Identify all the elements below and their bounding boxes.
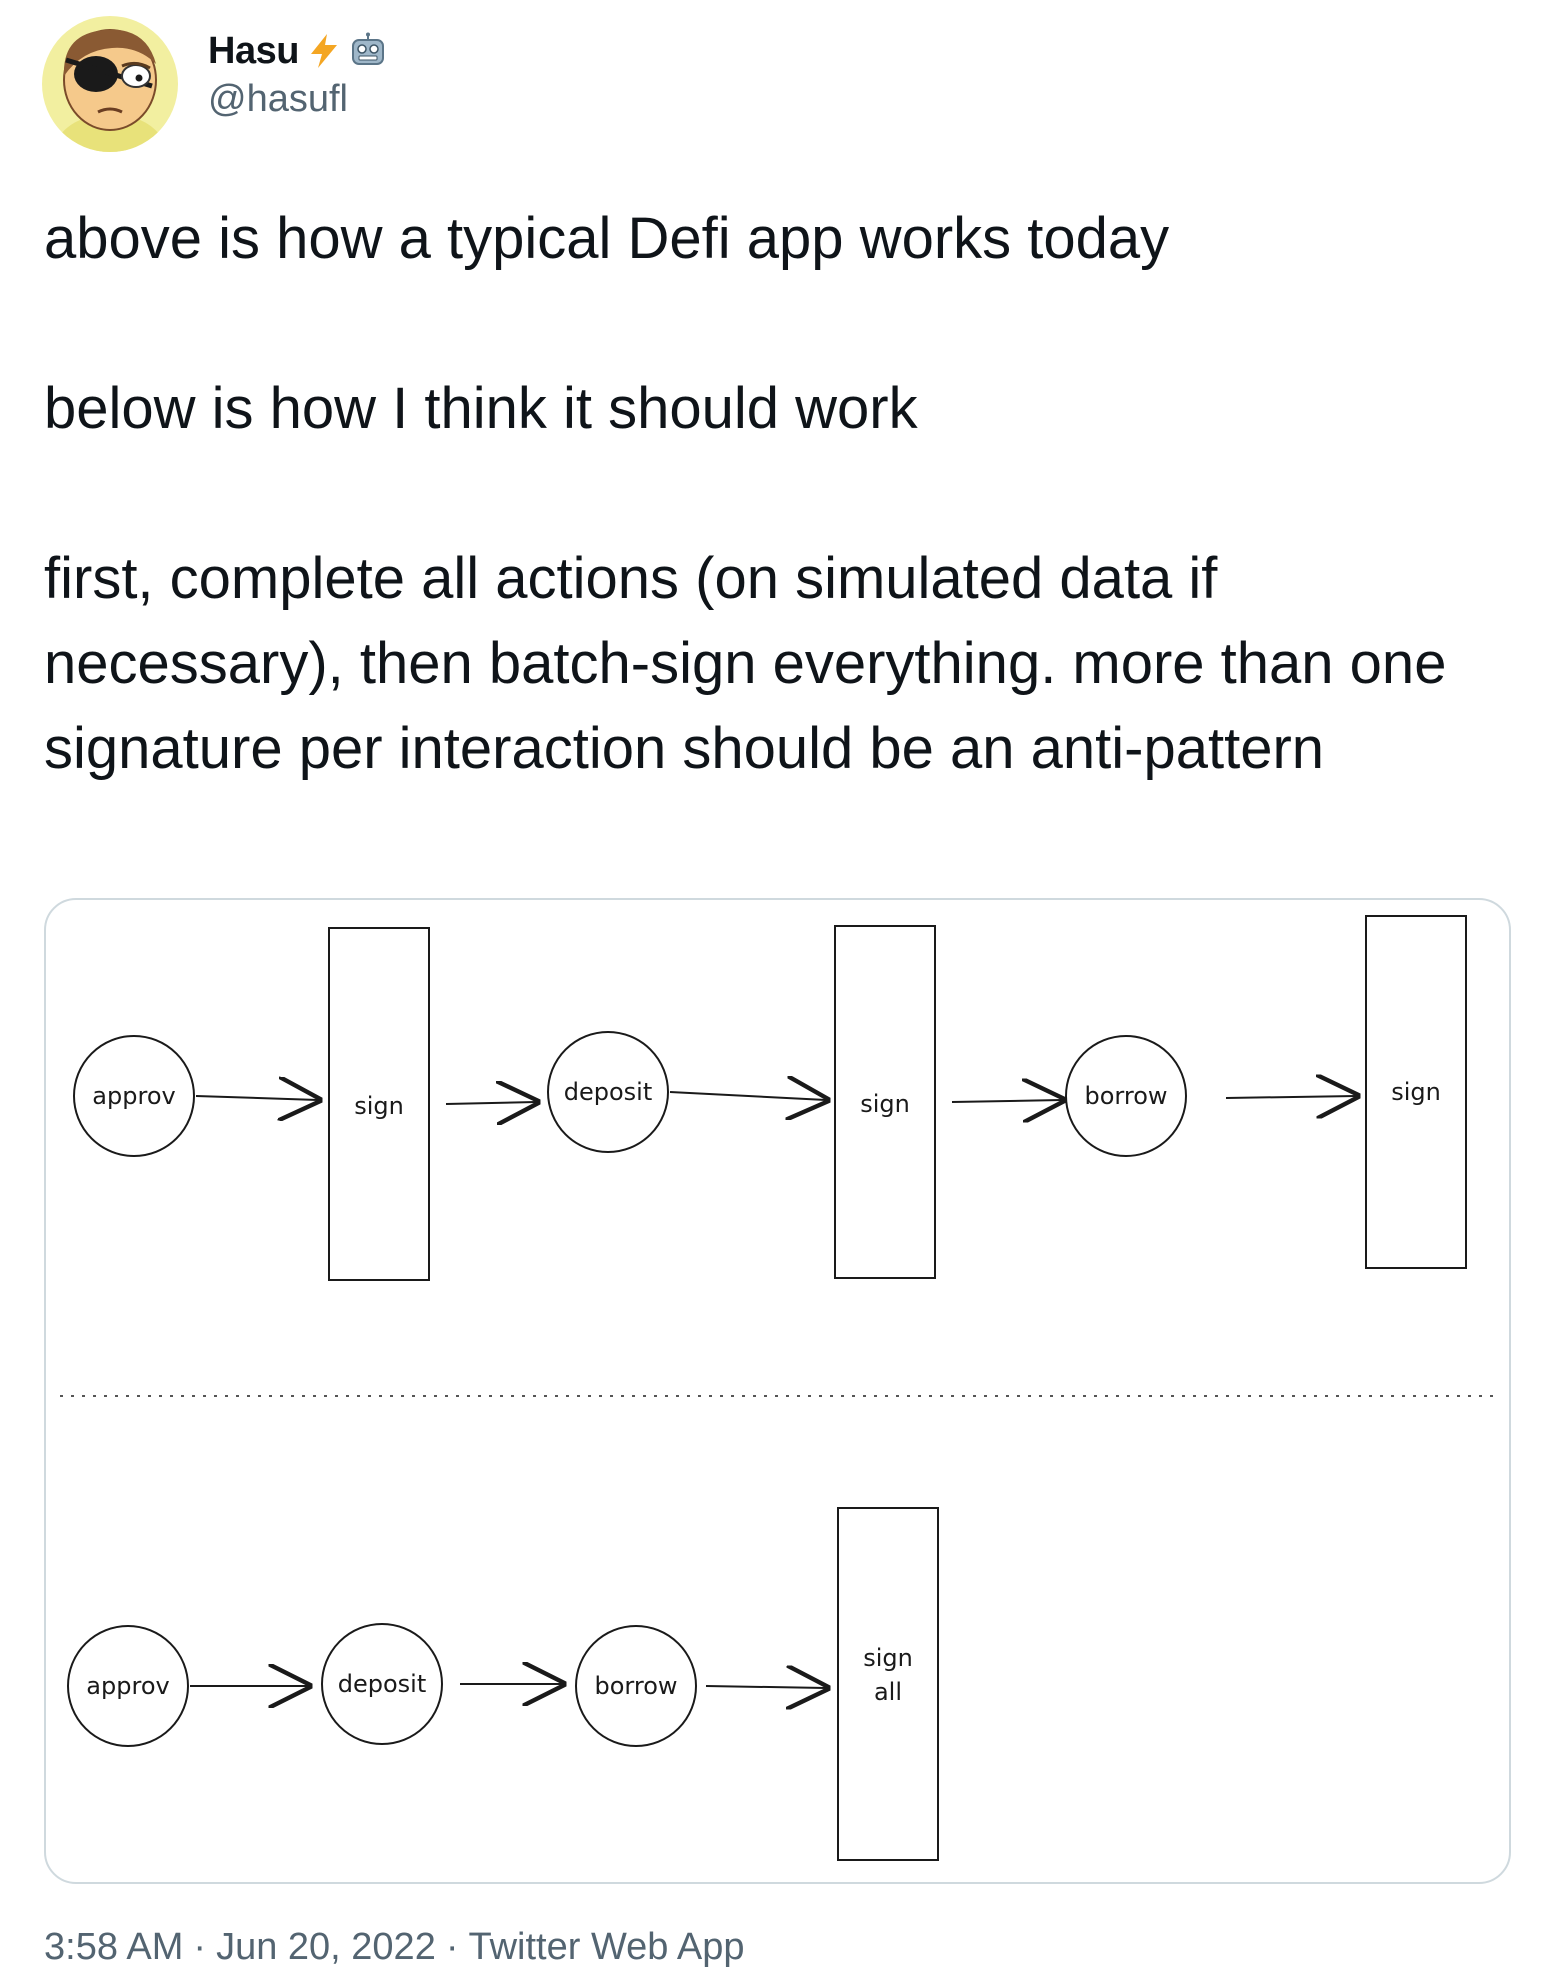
sign-all-box [837, 1507, 939, 1861]
tweet-paragraph: first, complete all actions (on simulate… [44, 546, 1447, 781]
avatar-image [42, 16, 178, 152]
display-name[interactable]: Hasu [208, 29, 299, 72]
box-label: sign [354, 1092, 404, 1120]
tweet-source[interactable]: Twitter Web App [468, 1926, 745, 1968]
arrow [705, 1686, 826, 1688]
sign-box-top-1 [328, 927, 430, 1281]
user-handle[interactable]: @hasufl [208, 78, 348, 120]
author-name-row: Hasu [208, 26, 387, 76]
lightning-bolt-icon [305, 32, 343, 70]
meta-separator: · [445, 1926, 459, 1968]
tweet-date[interactable]: Jun 20, 2022 [216, 1926, 436, 1968]
flow-diagram: approv sign deposit sign borrow sign app… [60, 915, 1494, 1861]
node-label: borrow [1084, 1082, 1167, 1110]
deposit-node-top [547, 1031, 669, 1153]
borrow-node-bottom [575, 1625, 697, 1747]
arrow [195, 1096, 318, 1100]
node-label: approv [86, 1672, 169, 1700]
borrow-node-top [1065, 1035, 1187, 1157]
tweet-text: above is how a typical Defi app works to… [44, 196, 1504, 791]
meta-separator: · [193, 1926, 207, 1968]
sign-box-top-2 [834, 925, 936, 1279]
box-label: sign [863, 1644, 913, 1672]
tweet-meta: 3:58 AM · Jun 20, 2022 · Twitter Web App [44, 1926, 744, 1969]
tweet-media-image[interactable]: approv sign deposit sign borrow sign app… [44, 898, 1511, 1884]
deposit-node-bottom [321, 1623, 443, 1745]
sign-box-top-3 [1365, 915, 1467, 1269]
arrow [1225, 1096, 1356, 1098]
robot-face-icon [349, 32, 387, 70]
box-label: sign [860, 1090, 910, 1118]
arrow [669, 1092, 826, 1100]
tweet-paragraph: above is how a typical Defi app works to… [44, 206, 1170, 271]
tweet-time[interactable]: 3:58 AM [44, 1926, 184, 1968]
node-label: deposit [338, 1670, 427, 1698]
node-label: borrow [594, 1672, 677, 1700]
arrow [445, 1102, 536, 1104]
tweet-paragraph: below is how I think it should work [44, 376, 918, 441]
approv-node-bottom [67, 1625, 189, 1747]
approv-node-top [73, 1035, 195, 1157]
arrow [951, 1100, 1062, 1102]
node-label: deposit [564, 1078, 653, 1106]
box-label: sign [1391, 1078, 1441, 1106]
box-label: all [874, 1678, 902, 1706]
avatar[interactable] [42, 16, 178, 152]
node-label: approv [92, 1082, 175, 1110]
